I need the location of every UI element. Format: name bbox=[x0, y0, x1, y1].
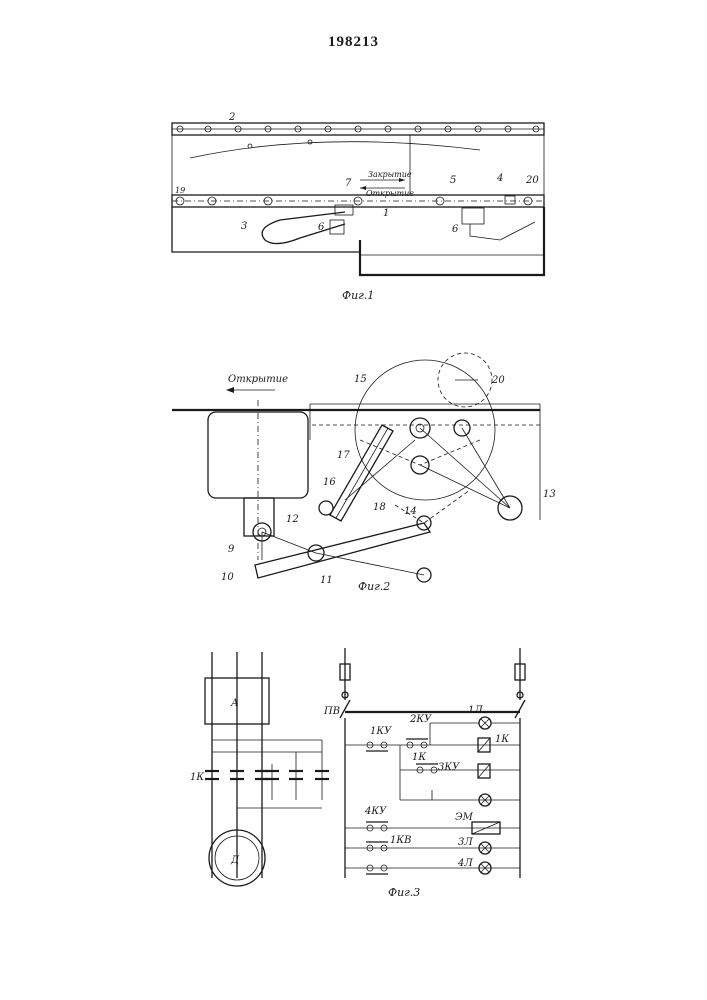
fig3-label-1l: 1Л bbox=[468, 705, 483, 716]
fig2-label-10: 10 bbox=[221, 572, 234, 583]
fig3-label-3l: 3Л bbox=[458, 837, 473, 848]
fig1-label-5: 5 bbox=[450, 175, 456, 186]
fig2-pivots bbox=[253, 418, 522, 582]
figure-2: Открытие bbox=[172, 353, 556, 593]
fig2-label-12: 12 bbox=[286, 514, 299, 525]
fig1-open-label: Открытие bbox=[366, 189, 414, 198]
fig1-label-1: 1 bbox=[383, 208, 389, 219]
fig3-contacts-1k bbox=[205, 771, 329, 779]
fig1-drive-4 bbox=[462, 208, 484, 224]
fig3-label-4l: 4Л bbox=[457, 858, 473, 869]
fig2-wheel-15 bbox=[355, 360, 495, 500]
fig3-power-circuit: А Д 1К bbox=[190, 652, 329, 886]
fig1-caption: Фиг.1 bbox=[342, 289, 374, 302]
fig2-label-17: 17 bbox=[337, 450, 350, 461]
fig2-label-11: 11 bbox=[320, 575, 333, 586]
fig3-motor-label: Д bbox=[230, 855, 240, 866]
fig3-label-pv: ПВ bbox=[323, 706, 340, 717]
fig3-label-3ku: 3КУ bbox=[438, 762, 460, 773]
fig1-label-7: 7 bbox=[345, 178, 352, 189]
fig3-label-1kv: 1КВ bbox=[390, 835, 411, 846]
fig1-box-20 bbox=[505, 196, 515, 204]
fig1-label-6b: 6 bbox=[452, 224, 459, 235]
fig3-label-1k-contact: 1К bbox=[412, 752, 426, 763]
fig1-label-6a: 6 bbox=[318, 222, 325, 233]
fig3-block-a-label: А bbox=[230, 698, 239, 709]
fig1-door-panel bbox=[172, 135, 544, 195]
fig1-label-20: 20 bbox=[525, 175, 539, 186]
fig1-label-2: 2 bbox=[228, 112, 235, 123]
fig1-label-3: 3 bbox=[241, 221, 247, 232]
fig3-label-1k-coil: 1К bbox=[495, 734, 509, 745]
fig1-close-label: Закрытие bbox=[368, 170, 412, 179]
fig3-label-2ku: 2КУ bbox=[409, 714, 432, 725]
fig1-drive-link bbox=[470, 222, 535, 240]
fig2-label-13: 13 bbox=[543, 489, 556, 500]
fig3-caption: Фиг.3 bbox=[388, 886, 420, 899]
fig3-label-4ku: 4КУ bbox=[364, 806, 387, 817]
fig3-label-1ku: 1КУ bbox=[370, 726, 392, 737]
fig2-direction-label: Открытие bbox=[228, 374, 288, 385]
figure-3: А Д 1К bbox=[190, 648, 525, 899]
fig1-label-4: 4 bbox=[496, 173, 503, 184]
fig2-label-14: 14 bbox=[404, 506, 417, 517]
fig1-door-curve bbox=[190, 142, 480, 158]
figure-1: Закрытие Открытие 2 19 3 7 6 1 5 4 20 6 … bbox=[172, 112, 544, 302]
fig1-label-19: 19 bbox=[175, 186, 185, 195]
fig2-bracket bbox=[244, 498, 274, 536]
fig2-caption: Фиг.2 bbox=[358, 580, 390, 593]
fig3-label-em: ЭМ bbox=[455, 812, 474, 823]
fig2-label-18: 18 bbox=[373, 502, 386, 513]
fig3-control-circuit: ПВ 1КУ 2КУ 1К 3КУ 1Л 1К 4КУ ЭМ 1КВ 3Л 4Л… bbox=[323, 648, 525, 899]
fig3-label-1k-left: 1К bbox=[190, 772, 204, 783]
fig2-label-9: 9 bbox=[228, 544, 235, 555]
fig1-spring-arm bbox=[262, 212, 345, 244]
fig2-label-20: 20 bbox=[491, 375, 505, 386]
fig2-label-16: 16 bbox=[323, 477, 336, 488]
fig2-label-15: 15 bbox=[354, 374, 367, 385]
